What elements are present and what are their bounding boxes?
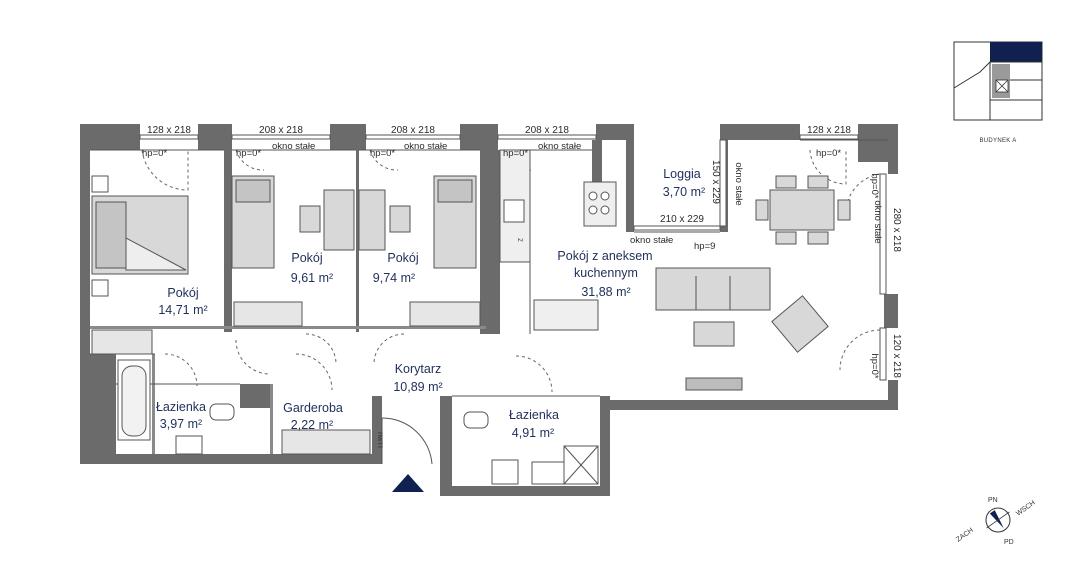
room-area-pokoj-1: 14,71 m² [158,303,207,317]
window-sills [139,134,887,381]
window-dim-right-upper: 280 x 218 [891,208,902,252]
notes: hp=0* hp=0* okno stałe hp=0* okno stałe … [142,141,883,449]
room-name-pokoj-1: Pokój [167,286,198,300]
hp-note-right-1: hp=0* [869,173,880,198]
sofa [655,267,771,311]
window-dim-3: 208 x 218 [391,125,435,136]
window-dim-loggia-side: 150 x 229 [710,160,721,204]
window-dim-loggia-top: 210 x 229 [660,214,704,225]
room-name-garderoba: Garderoba [283,401,343,415]
tm-tt-note: TM/TT [376,431,382,449]
okno-note-right: okno stałe [872,200,883,243]
compass-n: PN [988,497,998,504]
armchair [771,295,829,353]
room-name-loggia: Loggia [663,167,701,181]
key-plan: BUDYNEK A [953,41,1043,144]
furniture [91,149,851,485]
room-area-lazienka-2: 4,91 m² [512,426,554,440]
compass-e: WSCH [1015,500,1037,518]
window-dim-right-lower: 120 x 218 [891,334,902,378]
okno-note-loggia-side: okno stałe [733,162,744,205]
hp-note-2: hp=0* [236,148,261,159]
okno-note-3: okno stałe [538,141,581,152]
walls [80,124,898,496]
window-dim-2: 208 x 218 [259,125,303,136]
hp-note-1: hp=0* [142,148,167,159]
door-swings [141,149,881,393]
compass-s: PD [1004,539,1014,546]
window-dim-5: 128 x 218 [807,125,851,136]
room-area-korytarz: 10,89 m² [393,380,442,394]
room-labels: Pokój 14,71 m² Pokój 9,61 m² Pokój 9,74 … [156,167,705,440]
window-dim-1: 128 x 218 [147,125,191,136]
room-area-pokoj-3: 9,74 m² [373,271,415,285]
entrance-door [381,417,433,465]
room-name-korytarz: Korytarz [395,362,442,376]
room-name-pokoj-3: Pokój [387,251,418,265]
compass-w: ZACH [955,527,975,544]
room-name-salon-1: Pokój z aneksem [557,249,652,263]
z-note: Z [516,238,522,242]
hp-note-3: hp=0* [370,148,395,159]
room-area-loggia: 3,70 m² [663,185,705,199]
keyplan-label: BUDYNEK A [979,138,1016,144]
window-labels: 128 x 218 208 x 218 208 x 218 208 x 218 … [147,125,902,378]
room-name-pokoj-2: Pokój [291,251,322,265]
entrance-arrow [392,474,424,492]
window-dim-4: 208 x 218 [525,125,569,136]
room-name-lazienka-1: Łazienka [156,400,206,414]
okno-note-1: okno stałe [272,141,315,152]
room-area-salon: 31,88 m² [581,285,630,299]
hp-note-right-2: hp=0* [869,353,880,378]
hp-note-4: hp=0* [503,148,528,159]
hp9-note: hp=9 [694,241,715,252]
room-area-garderoba: 2,22 m² [291,418,333,432]
room-area-pokoj-2: 9,61 m² [291,271,333,285]
room-name-salon-2: kuchennym [574,266,638,280]
room-area-lazienka-1: 3,97 m² [160,417,202,431]
okno-note-loggia: okno stałe [630,235,673,246]
okno-note-2: okno stałe [404,141,447,152]
hp-note-5: hp=0* [816,148,841,159]
room-name-lazienka-2: Łazienka [509,408,559,422]
compass: PN WSCH PD ZACH [955,497,1037,546]
